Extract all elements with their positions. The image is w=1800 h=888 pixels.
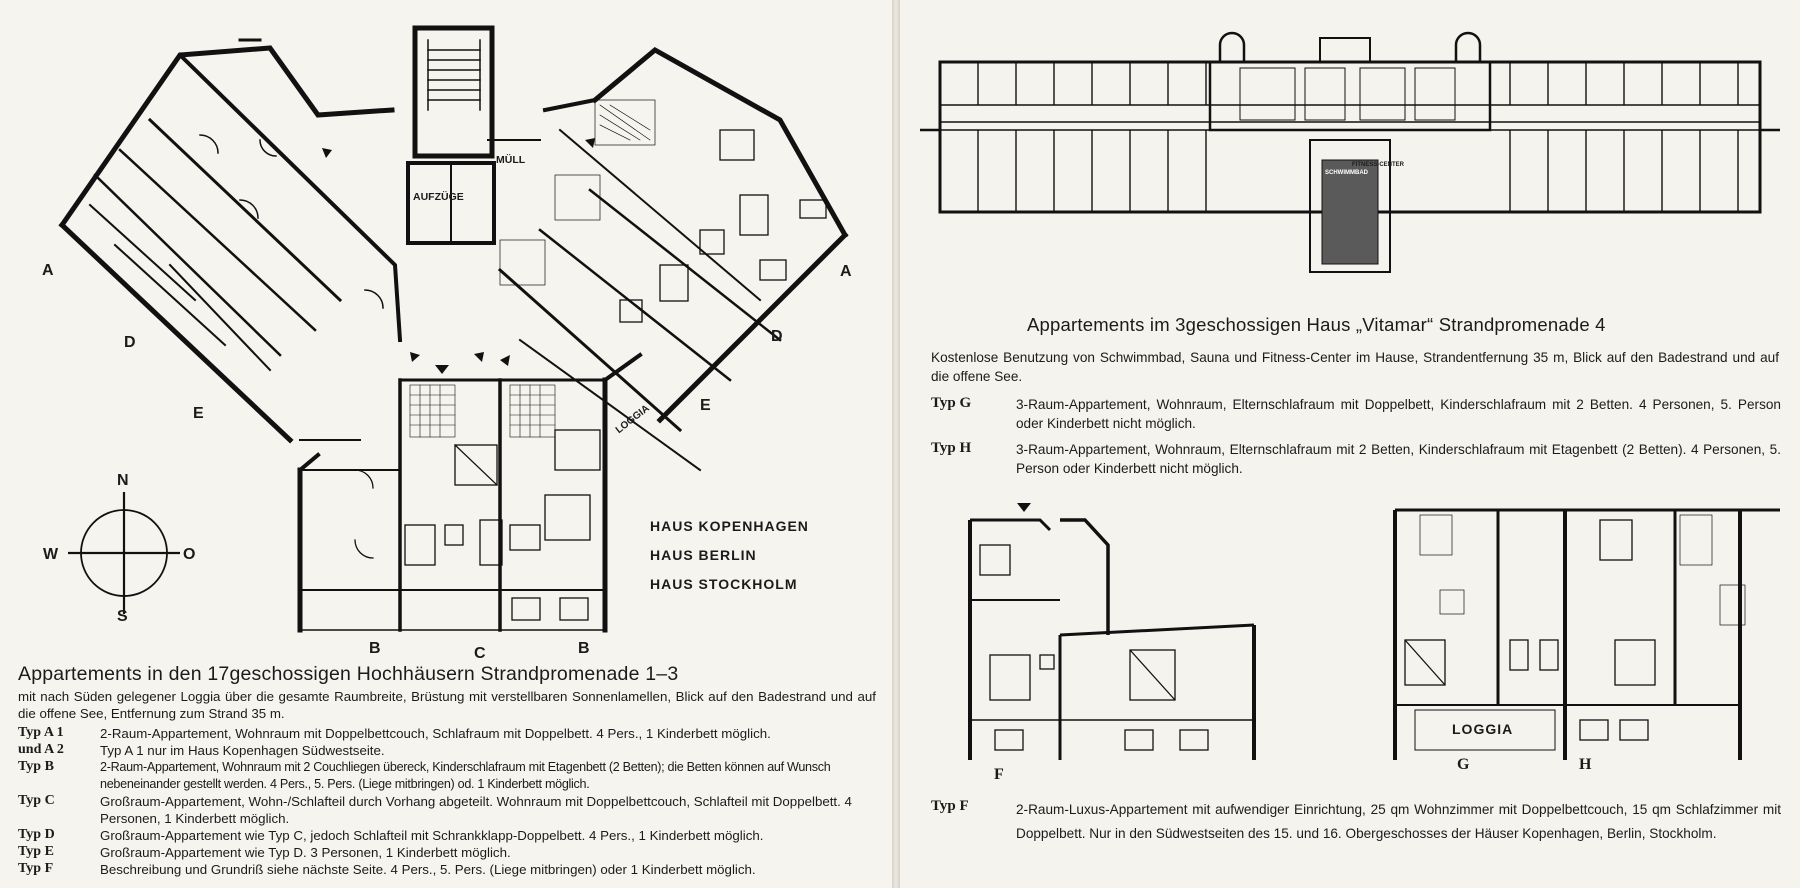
fitness-label: FITNESS-CENTER (1352, 162, 1405, 168)
type-row: Typ D Großraum-Appartement wie Typ C, je… (18, 827, 764, 843)
house-name: HAUS BERLIN (650, 547, 757, 563)
type-row: Typ F Beschreibung und Grundriß siehe nä… (18, 861, 756, 877)
plan-f-label: F (994, 766, 1004, 783)
plan-g-label: G (1457, 756, 1470, 773)
type-row: Typ A 1 2-Raum-Appartement, Wohnraum mit… (18, 725, 771, 741)
right-intro: Kostenlose Benutzung von Schwimmbad, Sau… (931, 350, 1779, 384)
type-row: Typ B 2-Raum-Appartement, Wohnraum mit 2… (18, 759, 831, 791)
left-type-list: Typ A 1 2-Raum-Appartement, Wohnraum mit… (18, 725, 878, 878)
compass-west: W (43, 546, 59, 563)
wing-label-e-left: E (193, 405, 204, 422)
compass-rose (68, 492, 180, 614)
house-name: HAUS STOCKHOLM (650, 576, 798, 592)
wing-label-b-2: B (578, 640, 590, 657)
entrance-marker (1017, 503, 1031, 512)
houses-list: HAUS KOPENHAGEN HAUS BERLIN HAUS STOCKHO… (650, 512, 809, 599)
wing-label-b-1: B (369, 640, 381, 657)
aufzuege-label: AUFZÜGE (413, 191, 464, 203)
page-gutter (892, 0, 900, 888)
stair-core (412, 25, 495, 159)
wing-label-d-left: D (124, 334, 136, 351)
loggia-label-gh: LOGGIA (1452, 721, 1514, 737)
type-row: Typ E Großraum-Appartement wie Typ D. 3 … (18, 844, 511, 860)
left-page: MÜLL AUFZÜGE LOGGIA A D E A D E B C B N … (0, 0, 892, 888)
right-type-list: Typ G 3-Raum-Appartement, Wohnraum, Elte… (931, 395, 1781, 478)
type-row: Typ C Großraum-Appartement, Wohn-/Schlaf… (18, 793, 852, 826)
right-section-title: Appartements im 3geschossigen Haus „Vita… (1027, 314, 1606, 335)
left-intro: mit nach Süden gelegener Loggia über die… (18, 689, 876, 721)
wing-label-e-right: E (700, 397, 711, 414)
wing-label-a-left: A (42, 262, 54, 279)
wing-label-d-right: D (771, 328, 783, 345)
plan-h-label: H (1579, 756, 1592, 773)
compass-north: N (117, 472, 129, 489)
type-row: Typ H 3-Raum-Appartement, Wohnraum, Elte… (931, 440, 1781, 476)
right-page: FITNESS-CENTER SCHWIMMBAD LOGGIA F G H A… (900, 0, 1800, 888)
type-row: Typ G 3-Raum-Appartement, Wohnraum, Elte… (931, 395, 1781, 431)
wing-label-a-right: A (840, 263, 852, 280)
type-row: und A 2 Typ A 1 nur im Haus Kopenhagen S… (18, 742, 385, 758)
muell-label: MÜLL (496, 154, 526, 166)
house-name: HAUS KOPENHAGEN (650, 518, 809, 534)
compass-east: O (183, 546, 196, 563)
compass-south: S (117, 608, 128, 625)
wing-label-c: C (474, 645, 486, 662)
vitamar-floor-plans (920, 31, 1780, 760)
left-section-title: Appartements in den 17geschossigen Hochh… (18, 663, 679, 685)
tower-floor-plan (58, 25, 849, 633)
pool-label: SCHWIMMBAD (1325, 170, 1368, 176)
type-f-row: Typ F 2-Raum-Luxus-Appartement mit aufwe… (931, 798, 1781, 841)
